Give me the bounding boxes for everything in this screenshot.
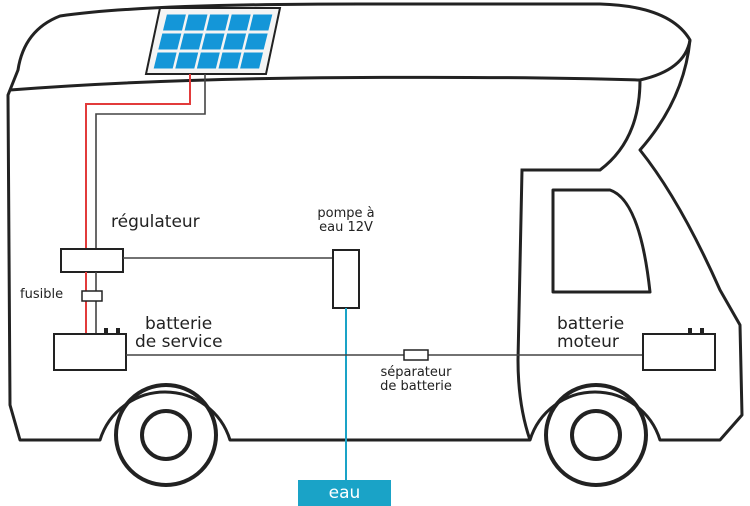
camper-body-outline bbox=[6, 2, 744, 442]
solar-cell bbox=[158, 33, 182, 50]
solar-cell bbox=[227, 14, 251, 31]
service-battery-label: batterie de service bbox=[135, 314, 223, 352]
solar-cell bbox=[244, 33, 268, 50]
solar-cell bbox=[163, 14, 186, 31]
solar-cell bbox=[223, 33, 247, 50]
front-wheel bbox=[544, 383, 648, 487]
pump-label-line1: pompe à bbox=[317, 206, 375, 221]
solar-cell bbox=[196, 52, 220, 69]
water-pump bbox=[332, 249, 360, 309]
service-battery bbox=[53, 328, 127, 371]
solar-cell bbox=[218, 52, 242, 69]
roof-line bbox=[9, 39, 692, 92]
separator-label-line1: séparateur bbox=[380, 365, 452, 380]
engine-battery bbox=[642, 328, 716, 371]
water-label: eau bbox=[328, 483, 361, 503]
engine-battery-label-line2: moteur bbox=[557, 331, 619, 352]
battery-separator bbox=[403, 349, 429, 361]
pump-label: pompe à eau 12V bbox=[306, 207, 386, 234]
pump-label-line2: eau 12V bbox=[319, 219, 373, 235]
engine-battery-label-line1: batterie bbox=[557, 314, 625, 334]
service-battery-label-line2: de service bbox=[135, 331, 223, 352]
solar-cell bbox=[184, 14, 208, 31]
fuse-label: fusible bbox=[20, 287, 64, 302]
engine-battery-label: batterie moteur bbox=[557, 314, 625, 352]
solar-panel bbox=[144, 7, 282, 75]
regulator-box bbox=[60, 248, 124, 273]
solar-cell bbox=[206, 14, 230, 31]
regulator-label: régulateur bbox=[111, 212, 200, 232]
rear-wheel bbox=[114, 383, 218, 487]
negative-wire bbox=[95, 74, 206, 250]
cab-front-line bbox=[516, 359, 532, 441]
positive-wire bbox=[85, 74, 191, 250]
service-battery-label-line1: batterie bbox=[145, 314, 213, 334]
separator-label-line2: de batterie bbox=[380, 378, 452, 394]
solar-cell bbox=[249, 14, 273, 31]
separator-label: séparateur de batterie bbox=[372, 366, 460, 393]
solar-cell bbox=[153, 52, 177, 69]
solar-cell bbox=[240, 52, 263, 69]
solar-cell bbox=[179, 33, 203, 50]
overcab-curve bbox=[516, 79, 642, 361]
water-label-box: eau bbox=[298, 480, 391, 506]
cab-window bbox=[551, 188, 652, 294]
solar-cell bbox=[201, 33, 225, 50]
fuse bbox=[81, 290, 103, 302]
solar-cell bbox=[175, 52, 199, 69]
